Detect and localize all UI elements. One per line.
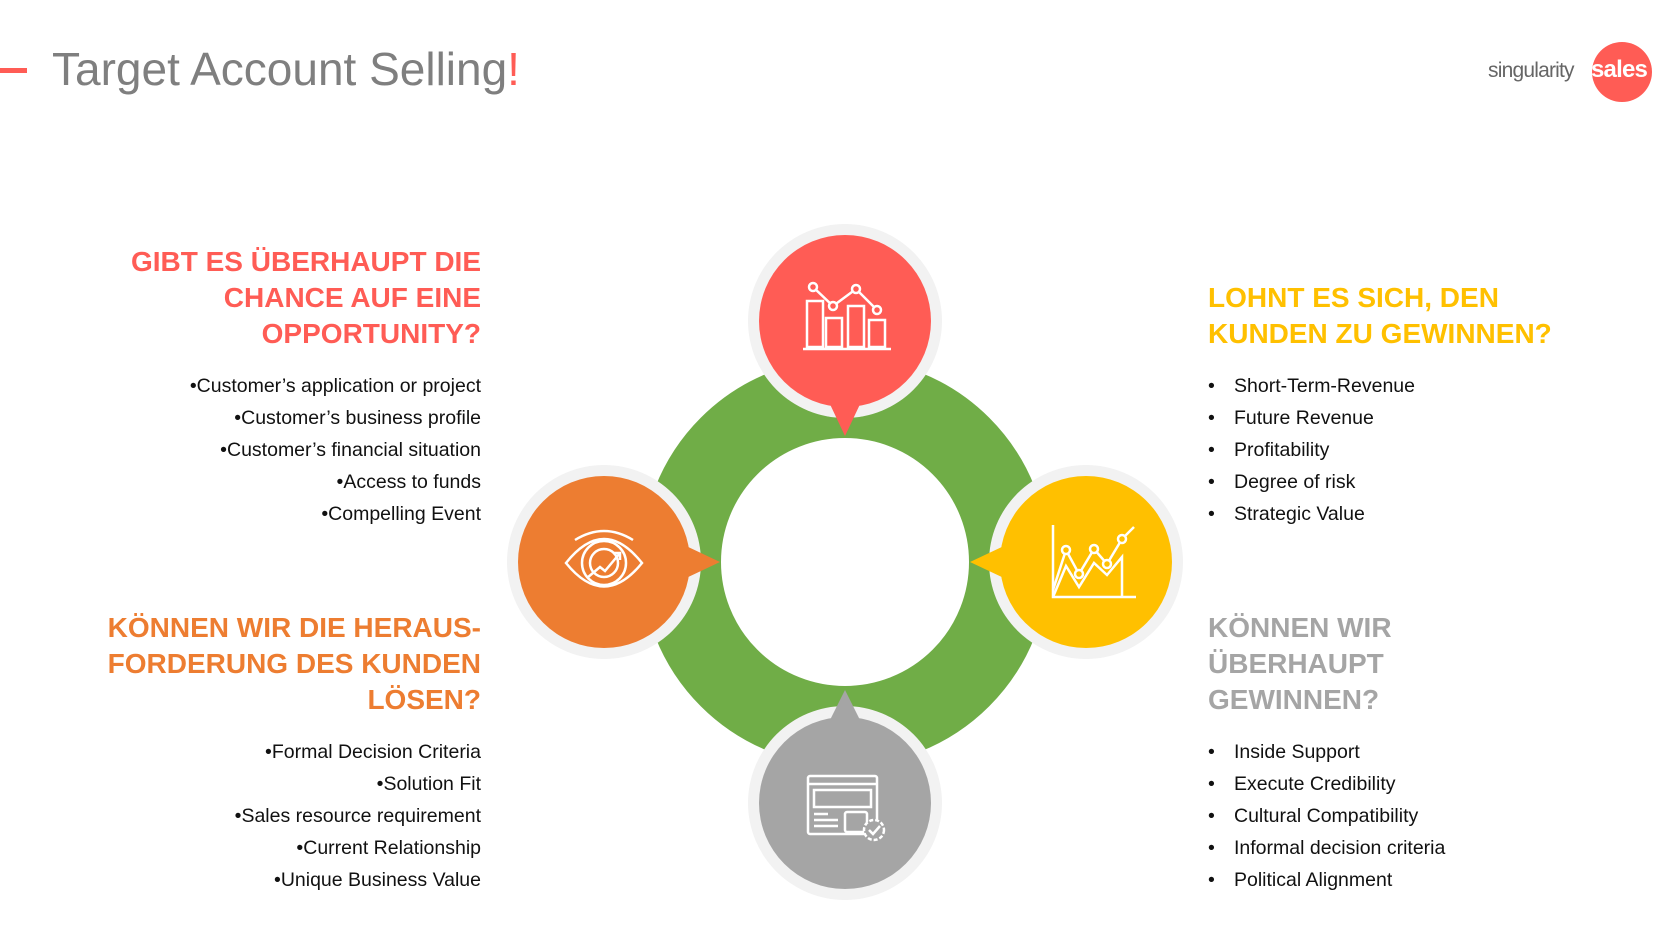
list-bottom-right: Inside SupportExecute CredibilityCultura… [1208, 736, 1445, 896]
eye-growth-icon [564, 529, 644, 588]
page-title: Target Account Selling! [52, 43, 520, 95]
node-bottom [748, 690, 942, 900]
singularity-sales-logo: singularity sales [1488, 42, 1654, 102]
list-item: Customer’s business profile [173, 402, 481, 434]
list-item: Future Revenue [1208, 402, 1415, 434]
line-chart-growth-icon [1051, 525, 1136, 599]
green-ring [641, 358, 1049, 766]
list-item: Compelling Event [173, 498, 481, 530]
list-item: Profitability [1208, 434, 1415, 466]
list-item: Cultural Compatibility [1208, 800, 1445, 832]
node-left [507, 465, 720, 659]
list-top-right: Short-Term-RevenueFuture RevenueProfitab… [1208, 370, 1415, 530]
list-item: Inside Support [1208, 736, 1445, 768]
list-item: Formal Decision Criteria [217, 736, 481, 768]
browser-settings-icon [806, 774, 886, 842]
list-item: Political Alignment [1208, 864, 1445, 896]
heading-bottom-left: KÖNNEN WIR DIE HERAUS-FORDERUNG DES KUND… [107, 612, 481, 715]
node-top [748, 224, 942, 436]
list-item: Solution Fit [217, 768, 481, 800]
accent-dash [0, 68, 27, 73]
list-item: Degree of risk [1208, 466, 1415, 498]
list-item: Execute Credibility [1208, 768, 1445, 800]
list-item: Current Relationship [217, 832, 481, 864]
list-item: Strategic Value [1208, 498, 1415, 530]
list-item: Short-Term-Revenue [1208, 370, 1415, 402]
list-item: Unique Business Value [217, 864, 481, 896]
node-right [970, 465, 1183, 659]
list-top-left: Customer’s application or projectCustome… [173, 370, 481, 530]
list-bottom-left: Formal Decision CriteriaSolution FitSale… [217, 736, 481, 896]
list-item: Sales resource requirement [217, 800, 481, 832]
list-item: Customer’s financial situation [173, 434, 481, 466]
list-item: Customer’s application or project [173, 370, 481, 402]
list-item: Informal decision criteria [1208, 832, 1445, 864]
bar-line-chart-icon [803, 281, 891, 351]
list-item: Access to funds [173, 466, 481, 498]
